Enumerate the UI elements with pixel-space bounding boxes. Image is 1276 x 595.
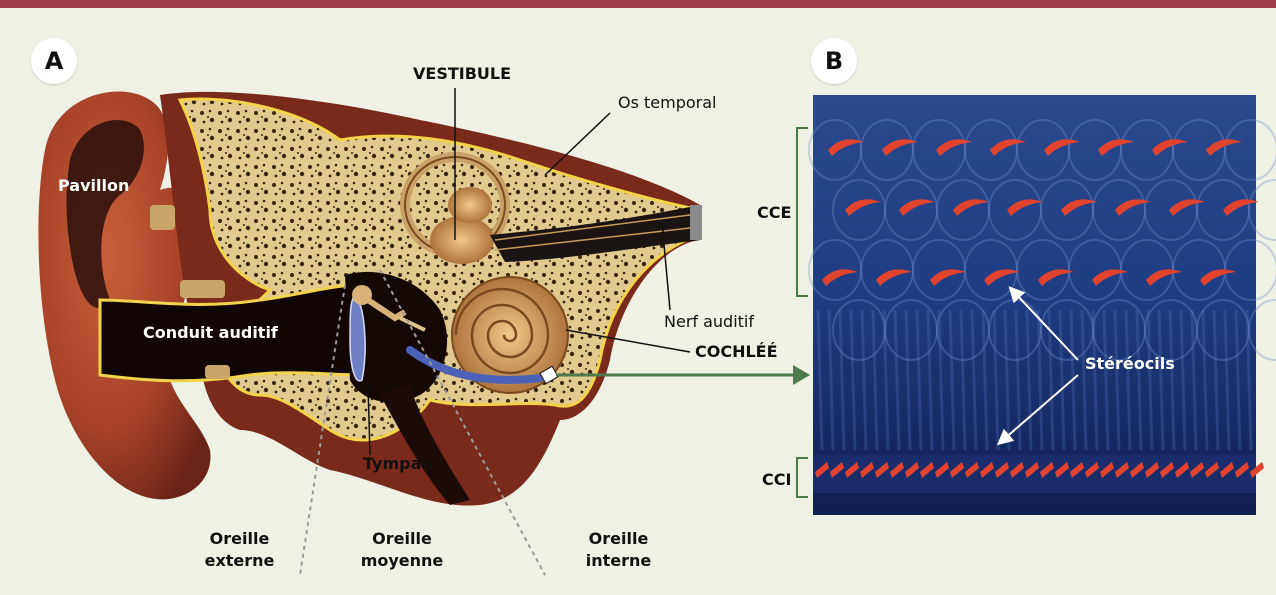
label-oreille-externe-line2: externe — [192, 550, 287, 572]
label-oreille-moyenne-line2: moyenne — [352, 550, 452, 572]
panel-a-badge: A — [31, 38, 77, 84]
micrograph-background — [813, 95, 1256, 515]
micrograph — [797, 95, 1276, 515]
label-conduit-auditif: Conduit auditif — [143, 325, 278, 341]
label-pavillon: Pavillon — [58, 178, 129, 194]
cartilage-bit — [205, 365, 230, 379]
label-cce: CCE — [757, 205, 791, 221]
label-oreille-externe: Oreille externe — [192, 528, 287, 572]
label-oreille-interne-line2: interne — [571, 550, 666, 572]
label-cochlee: COCHLÉÉ — [695, 344, 778, 360]
cci-bracket — [797, 458, 808, 497]
cartilage-bit — [180, 280, 225, 298]
label-oreille-externe-line1: Oreille — [192, 528, 287, 550]
label-os-temporal: Os temporal — [618, 95, 717, 111]
nerve-cut — [690, 205, 702, 240]
label-oreille-moyenne: Oreille moyenne — [352, 528, 452, 572]
cartilage-bit — [150, 205, 175, 230]
label-stereocils: Stéréocils — [1085, 356, 1175, 372]
cce-bracket — [797, 128, 808, 296]
label-oreille-interne: Oreille interne — [571, 528, 666, 572]
label-oreille-moyenne-line1: Oreille — [352, 528, 452, 550]
label-tympan: Tympan — [363, 456, 433, 472]
label-vestibule: VESTIBULE — [413, 66, 511, 82]
label-oreille-interne-line1: Oreille — [571, 528, 666, 550]
panel-b-badge: B — [811, 38, 857, 84]
zoom-arrow-head — [793, 365, 810, 385]
label-cci: CCI — [762, 472, 791, 488]
label-nerf-auditif: Nerf auditif — [664, 314, 754, 330]
temporal-bone — [180, 99, 700, 440]
